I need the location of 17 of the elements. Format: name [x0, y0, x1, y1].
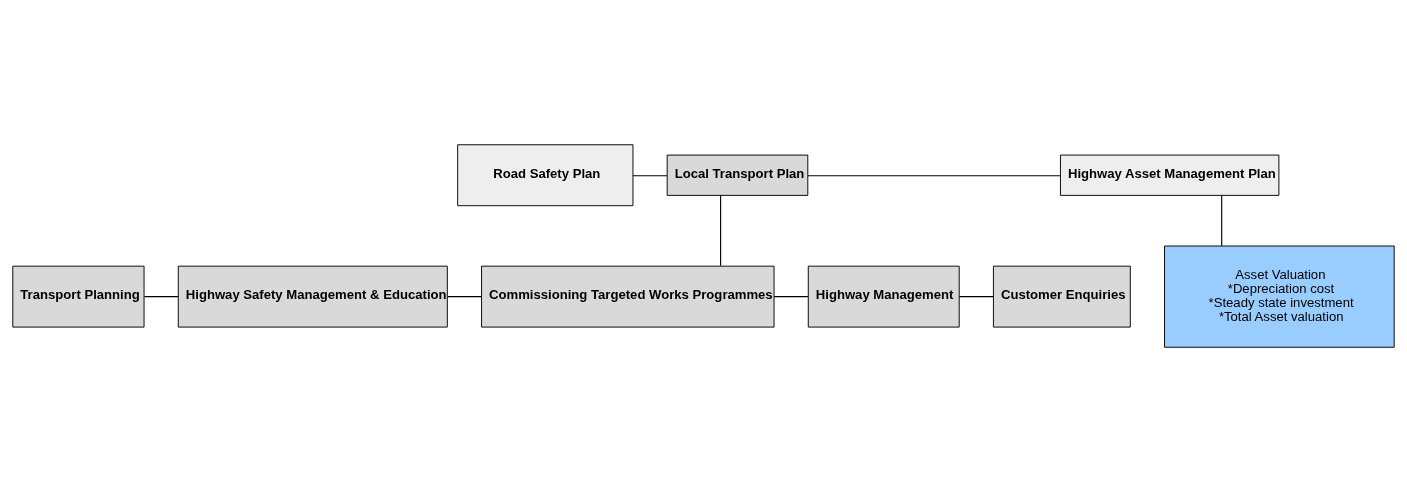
node-box: Customer Enquiries	[992, 265, 1131, 328]
connector	[807, 174, 1061, 176]
connector	[958, 295, 994, 297]
node-box: Road Safety Plan	[457, 143, 634, 206]
node-box: Local Transport Plan	[666, 154, 809, 196]
connector	[632, 174, 668, 176]
connector	[720, 194, 722, 266]
node-box: Asset Valuation *Depreciation cost *Steady state investment *Total Asset valuation	[1164, 245, 1395, 348]
connector	[1221, 194, 1223, 246]
node-box: Transport Planning	[12, 265, 145, 328]
connector	[447, 295, 482, 297]
node-box: Highway Management	[807, 265, 960, 328]
connector	[773, 295, 809, 297]
node-box: Highway Asset Management Plan	[1060, 154, 1280, 196]
node-box: Commissioning Targeted Works Programmes	[481, 265, 775, 328]
node-box: Highway Safety Management & Education	[177, 265, 448, 328]
connector	[143, 295, 179, 297]
